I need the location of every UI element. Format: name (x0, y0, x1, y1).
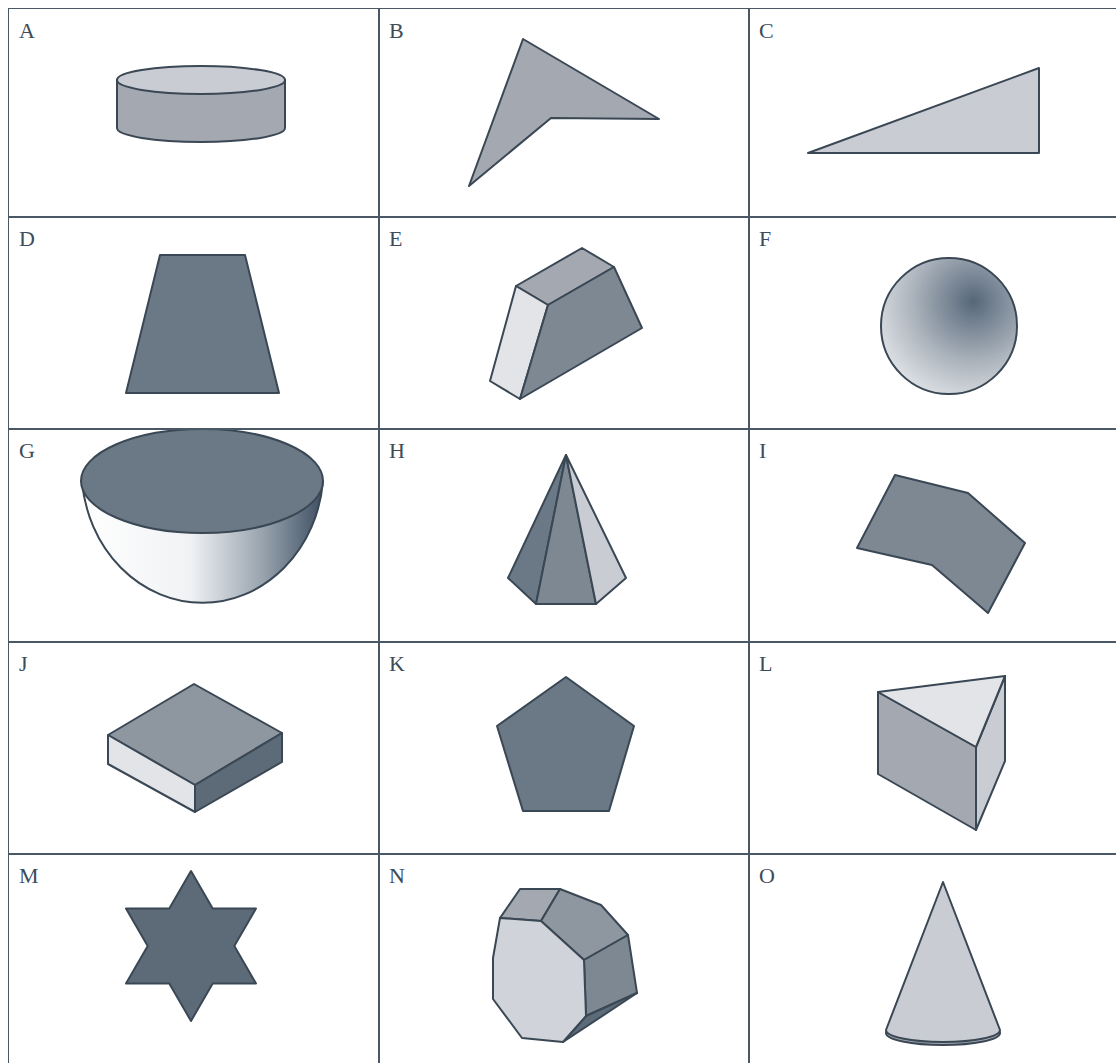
cone (886, 882, 1000, 1045)
grid-cell: C (748, 8, 1116, 218)
grid-cell: D (8, 216, 380, 430)
cell-label: H (389, 439, 405, 463)
cell-label: L (759, 652, 772, 676)
cell-label: D (19, 227, 35, 251)
cell-label: F (759, 227, 771, 251)
cell-label: K (389, 652, 405, 676)
grid-cell: B (378, 8, 750, 218)
grid-cell: I (748, 428, 1116, 643)
grid-cell: A (8, 8, 380, 218)
cell-label: E (389, 227, 402, 251)
cell-label: G (19, 439, 35, 463)
hemisphere (81, 429, 323, 603)
cell-label: C (759, 19, 774, 43)
grid-cell: H (378, 428, 750, 643)
hexagram (126, 871, 256, 1021)
grid-cell: M (8, 853, 380, 1063)
octagonal-prism (493, 889, 637, 1042)
grid-cell: E (378, 216, 750, 430)
grid-cell: L (748, 641, 1116, 855)
cell-label: J (19, 652, 28, 676)
grid-cell: N (378, 853, 750, 1063)
trapezoid (126, 255, 279, 393)
cell-label: I (759, 439, 766, 463)
cell-label: N (389, 864, 405, 888)
grid-cell: O (748, 853, 1116, 1063)
cell-label: O (759, 864, 775, 888)
pentagon (497, 677, 634, 811)
cell-label: M (19, 864, 39, 888)
right-triangle (808, 68, 1039, 153)
grid-cell: G (8, 428, 380, 643)
grid-cell: J (8, 641, 380, 855)
concave-quadrilateral (469, 39, 659, 186)
grid-cell: F (748, 216, 1116, 430)
cell-label: B (389, 19, 404, 43)
concave-hexagon (857, 475, 1025, 613)
grid-cell: K (378, 641, 750, 855)
pentagonal-pyramid (508, 455, 626, 604)
cell-label: A (19, 19, 35, 43)
trapezoidal-prism (490, 248, 642, 399)
triangular-prism (878, 676, 1005, 830)
cylinder (117, 66, 285, 142)
square-prism (108, 684, 282, 812)
sphere (881, 258, 1017, 394)
